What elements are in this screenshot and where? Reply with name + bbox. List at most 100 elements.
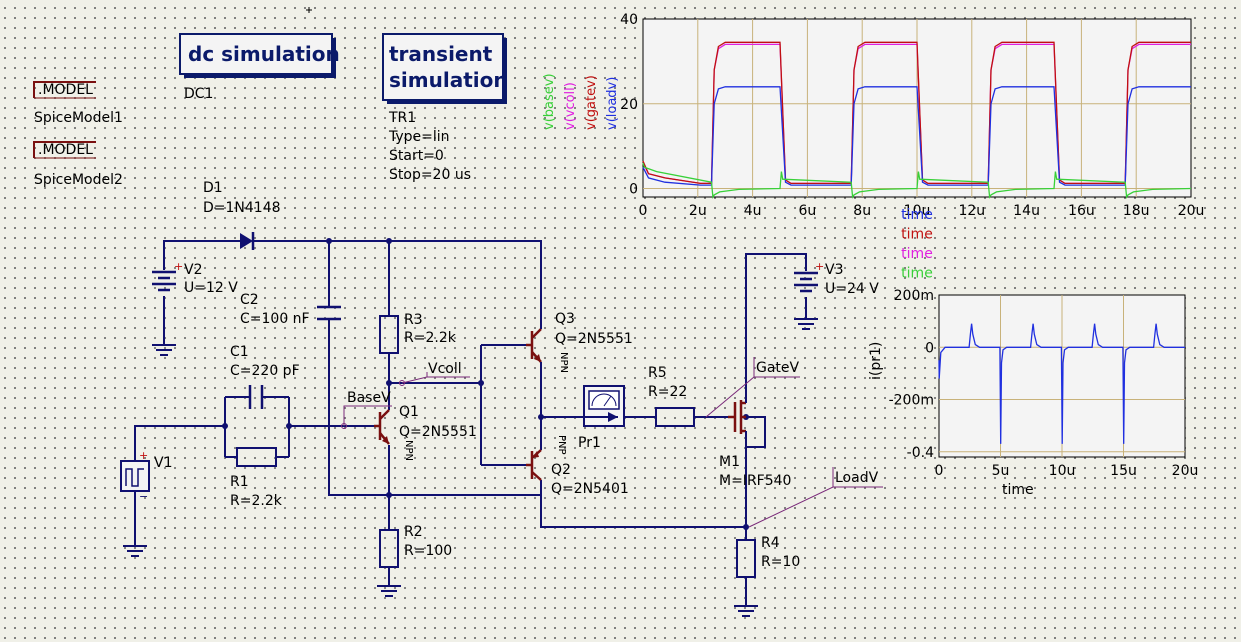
- model-name: SpiceModel2: [34, 172, 123, 188]
- resistor-r2[interactable]: R2 R=100: [379, 524, 452, 568]
- resistor-r5[interactable]: R5 R=22: [648, 365, 695, 427]
- voltage-x-tick-label: 4u: [744, 203, 762, 219]
- vcoll-label: Vcoll: [428, 361, 462, 377]
- transistor-q1[interactable]: Q1 Q=2N5551 NPN: [374, 404, 477, 461]
- transient-start: Start=0: [389, 148, 444, 164]
- voltage-series-line: [642, 162, 1192, 199]
- voltage-y-tick-label: 20: [620, 97, 638, 113]
- resistor-r3[interactable]: R3 R=2.2k: [379, 312, 457, 354]
- current-y-tick-label: -200m: [889, 393, 934, 409]
- spice-model-2[interactable]: .MODEL SpiceModel2: [33, 141, 123, 188]
- voltage-x-tick-label: 18u: [1123, 203, 1150, 219]
- voltage-x-legend-label: time: [901, 207, 933, 223]
- current-x-tick-label: 5u: [992, 463, 1010, 479]
- current-probe-pr1[interactable]: Pr1: [576, 385, 625, 451]
- q1-name: Q1: [399, 404, 419, 420]
- model-name: SpiceModel1: [34, 110, 123, 126]
- transient-stop: Stop=20 us: [389, 167, 471, 183]
- pulse-source-v1[interactable]: + − V1: [120, 449, 172, 503]
- dc-simulation-name: DC1: [184, 86, 213, 102]
- transient-title-line1: transient: [389, 42, 493, 66]
- resistor-r1[interactable]: R1 R=2.2k: [230, 447, 283, 509]
- voltage-x-legend-label: time: [901, 266, 933, 282]
- voltage-y-legend-label: v(basev): [542, 73, 557, 130]
- r4-name: R4: [761, 535, 780, 551]
- q3-type: NPN: [558, 352, 569, 373]
- cursor-cross-icon: [306, 7, 312, 13]
- r5-name: R5: [648, 365, 667, 381]
- r5-value: R=22: [648, 384, 687, 400]
- transistor-q3[interactable]: Q3 Q=2N5551 NPN: [526, 311, 633, 373]
- q1-value: Q=2N5551: [399, 424, 477, 440]
- voltage-source-v2[interactable]: + V2 U=12 V: [152, 260, 238, 296]
- resistor-r4[interactable]: R4 R=10: [736, 535, 800, 578]
- voltage-x-tick-label: 8u: [853, 203, 871, 219]
- voltage-y-tick-label: 40: [620, 12, 638, 28]
- transistor-q2[interactable]: Q2 Q=2N5401 PNP: [526, 435, 629, 497]
- node-label-gatev[interactable]: GateV: [705, 357, 800, 418]
- current-series-line: [938, 323, 1185, 444]
- v3-plus-sign: +: [815, 260, 824, 273]
- d1-value: D=1N4148: [203, 200, 281, 216]
- voltage-x-tick-label: 2u: [689, 203, 707, 219]
- voltage-x-tick-label: 6u: [799, 203, 817, 219]
- q1-type: NPN: [403, 440, 414, 461]
- spice-model-1[interactable]: .MODEL SpiceModel1: [33, 81, 123, 126]
- q3-name: Q3: [555, 311, 575, 327]
- mosfet-m1[interactable]: M1 M=IRF540: [719, 398, 791, 489]
- pr1-name: Pr1: [578, 435, 601, 451]
- r4-value: R=10: [761, 554, 800, 570]
- c1-name: C1: [230, 344, 249, 360]
- v1-plus-sign: +: [139, 449, 148, 462]
- capacitor-c2[interactable]: C2 C=100 nF: [240, 292, 341, 327]
- current-y-tick-label: -0.4: [907, 445, 934, 461]
- c2-value: C=100 nF: [240, 311, 310, 327]
- model-label: .MODEL: [38, 142, 93, 158]
- r1-name: R1: [230, 474, 249, 490]
- ground-r4: [734, 605, 758, 617]
- ground-r2: [377, 585, 401, 597]
- capacitor-c1[interactable]: C1 C=220 pF: [230, 344, 300, 409]
- ground-v2: [152, 344, 176, 356]
- dc-simulation-block[interactable]: dc simulation DC1: [179, 33, 340, 102]
- current-x-tick-label: 15u: [1110, 463, 1137, 479]
- wires: [134, 240, 807, 605]
- r1-value: R=2.2k: [230, 493, 283, 509]
- v3-name: V3: [825, 262, 843, 278]
- v2-value: U=12 V: [184, 280, 238, 296]
- voltage-x-legend-label: time: [901, 246, 933, 262]
- voltage-x-tick-label: 20u: [1178, 203, 1205, 219]
- diode-d1[interactable]: D1 D=1N4148: [203, 180, 281, 250]
- q3-value: Q=2N5551: [555, 331, 633, 347]
- dc-simulation-title: dc simulation: [188, 42, 340, 66]
- transient-simulation-block[interactable]: transient simulation TR1 Type=lin Start=…: [382, 33, 508, 183]
- loadv-label: LoadV: [835, 470, 879, 486]
- voltage-series-line: [642, 86, 1191, 186]
- basev-label: BaseV: [347, 390, 391, 406]
- voltage-y-ticks: 0 20 40: [620, 12, 638, 198]
- v1-name: V1: [154, 455, 172, 471]
- voltage-series: [642, 41, 1192, 199]
- r3-value: R=2.2k: [404, 330, 457, 346]
- voltage-x-tick-label: 14u: [1013, 203, 1040, 219]
- r2-name: R2: [404, 524, 423, 540]
- voltage-y-legend: v(basev)v(vcoll)v(gatev)v(loadv): [542, 73, 620, 130]
- voltage-source-v3[interactable]: + V3 U=24 V: [794, 260, 879, 297]
- transient-title-line2: simulation: [389, 68, 508, 92]
- node-label-vcoll[interactable]: Vcoll: [399, 361, 471, 386]
- voltage-x-tick-label: 10u: [904, 203, 931, 219]
- voltage-y-tick-label: 0: [629, 182, 638, 198]
- q2-name: Q2: [551, 462, 571, 478]
- node-label-basev[interactable]: BaseV: [341, 390, 393, 429]
- voltage-x-tick-label: 0: [639, 203, 648, 219]
- current-x-label: time: [1002, 482, 1034, 498]
- ground-v3: [794, 318, 818, 330]
- voltage-x-tick-label: 12u: [958, 203, 985, 219]
- node-label-loadv[interactable]: LoadV: [748, 467, 883, 528]
